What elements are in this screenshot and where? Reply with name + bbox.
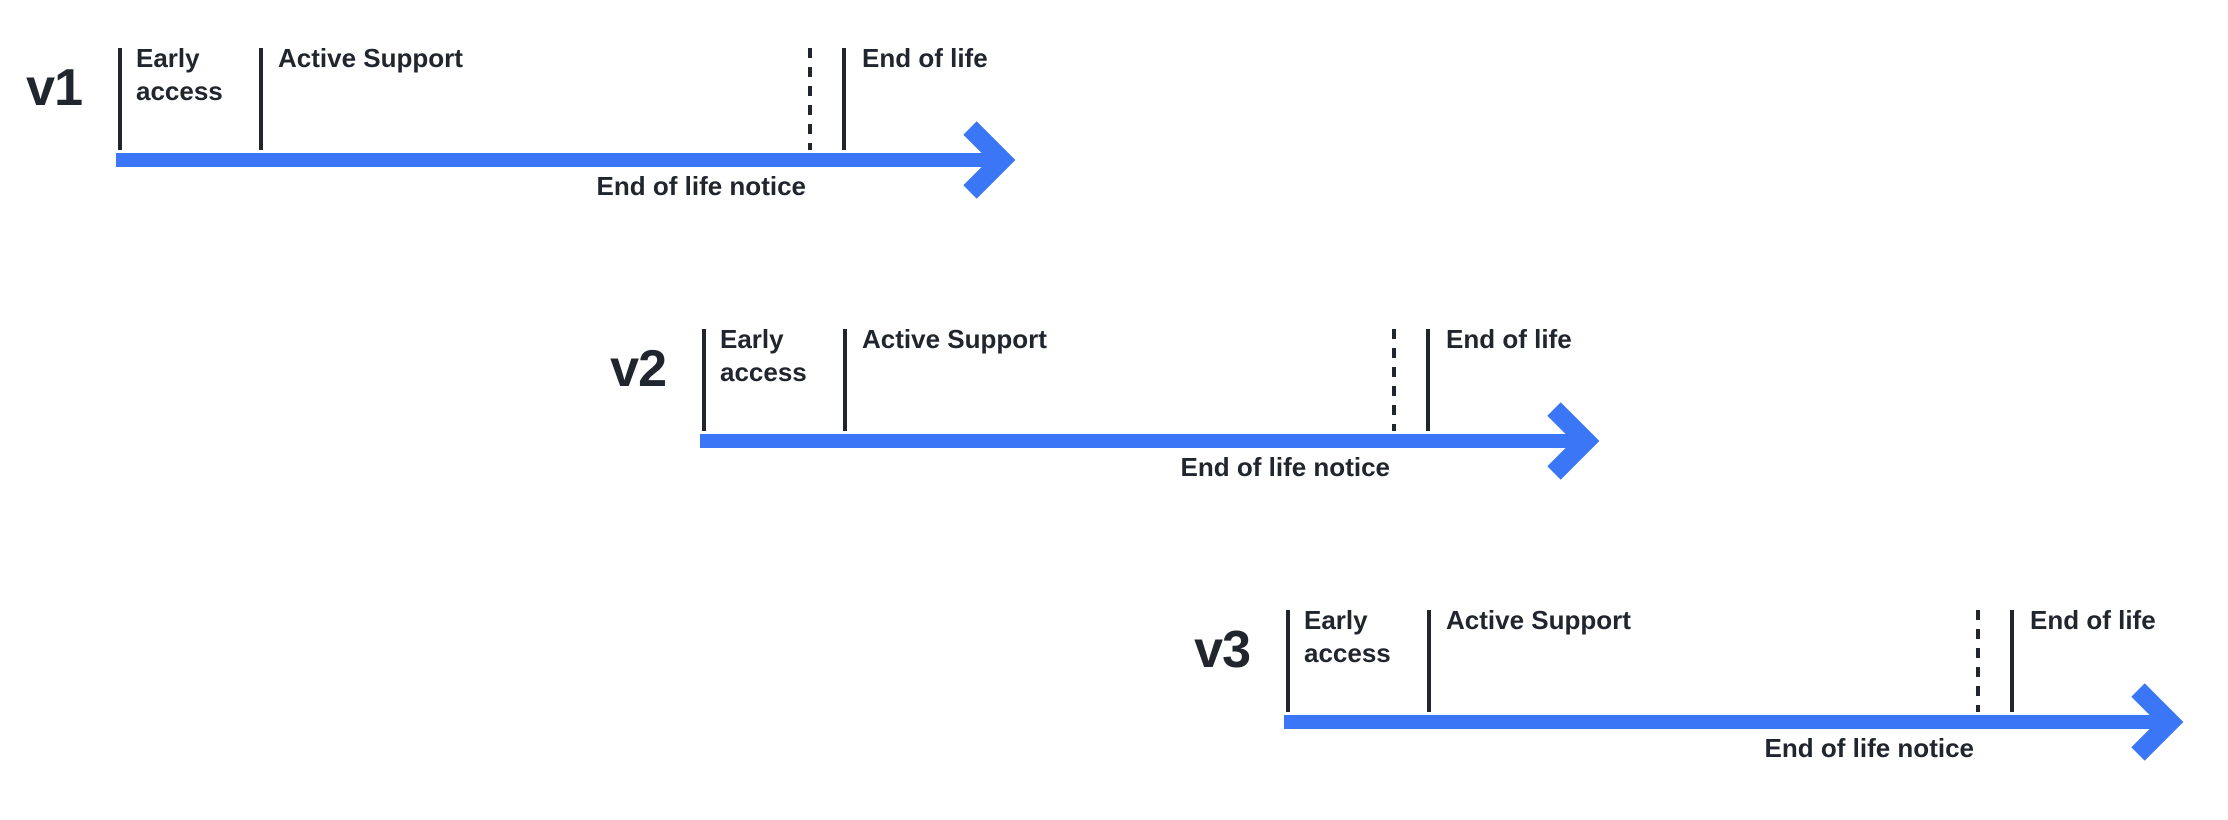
eol-notice-dashed-line <box>808 48 812 150</box>
active-support-label: Active Support <box>1446 605 1631 635</box>
timeline-arrow-shaft <box>116 153 1004 167</box>
eol-notice-label: End of life notice <box>1764 733 1974 763</box>
version-label: v1 <box>26 59 83 117</box>
eol-notice-label: End of life notice <box>596 171 806 201</box>
timeline-v2: v2 Early access Active Support End of li… <box>610 324 1662 539</box>
end-of-life-tick <box>842 48 846 150</box>
active-support-start-tick <box>843 329 847 431</box>
active-support-start-tick <box>1427 610 1431 712</box>
end-of-life-label: End of life <box>2030 605 2156 635</box>
timeline-v1: v1 Early access Active Support End of li… <box>26 43 1078 258</box>
eol-notice-label: End of life notice <box>1180 452 1390 482</box>
active-support-label: Active Support <box>862 324 1047 354</box>
end-of-life-label: End of life <box>862 43 988 73</box>
active-support-start-tick <box>259 48 263 150</box>
early-access-label: Early access <box>136 43 223 106</box>
early-access-label: Early access <box>1304 605 1391 668</box>
early-access-label: Early access <box>720 324 807 387</box>
arrowhead-icon <box>963 121 1016 199</box>
version-label: v2 <box>610 340 667 398</box>
timeline-arrow-shaft <box>700 434 1588 448</box>
version-label: v3 <box>1194 621 1251 679</box>
eol-notice-dashed-line <box>1392 329 1396 431</box>
end-of-life-tick <box>2010 610 2014 712</box>
end-of-life-tick <box>1426 329 1430 431</box>
early-access-start-tick <box>1286 610 1290 712</box>
end-of-life-label: End of life <box>1446 324 1572 354</box>
early-access-start-tick <box>118 48 122 150</box>
early-access-start-tick <box>702 329 706 431</box>
timeline-arrow-shaft <box>1284 715 2172 729</box>
arrowhead-icon <box>1547 402 1600 480</box>
eol-notice-dashed-line <box>1976 610 1980 712</box>
timeline-v3: v3 Early access Active Support End of li… <box>1194 605 2228 820</box>
active-support-label: Active Support <box>278 43 463 73</box>
arrowhead-icon <box>2131 683 2184 761</box>
